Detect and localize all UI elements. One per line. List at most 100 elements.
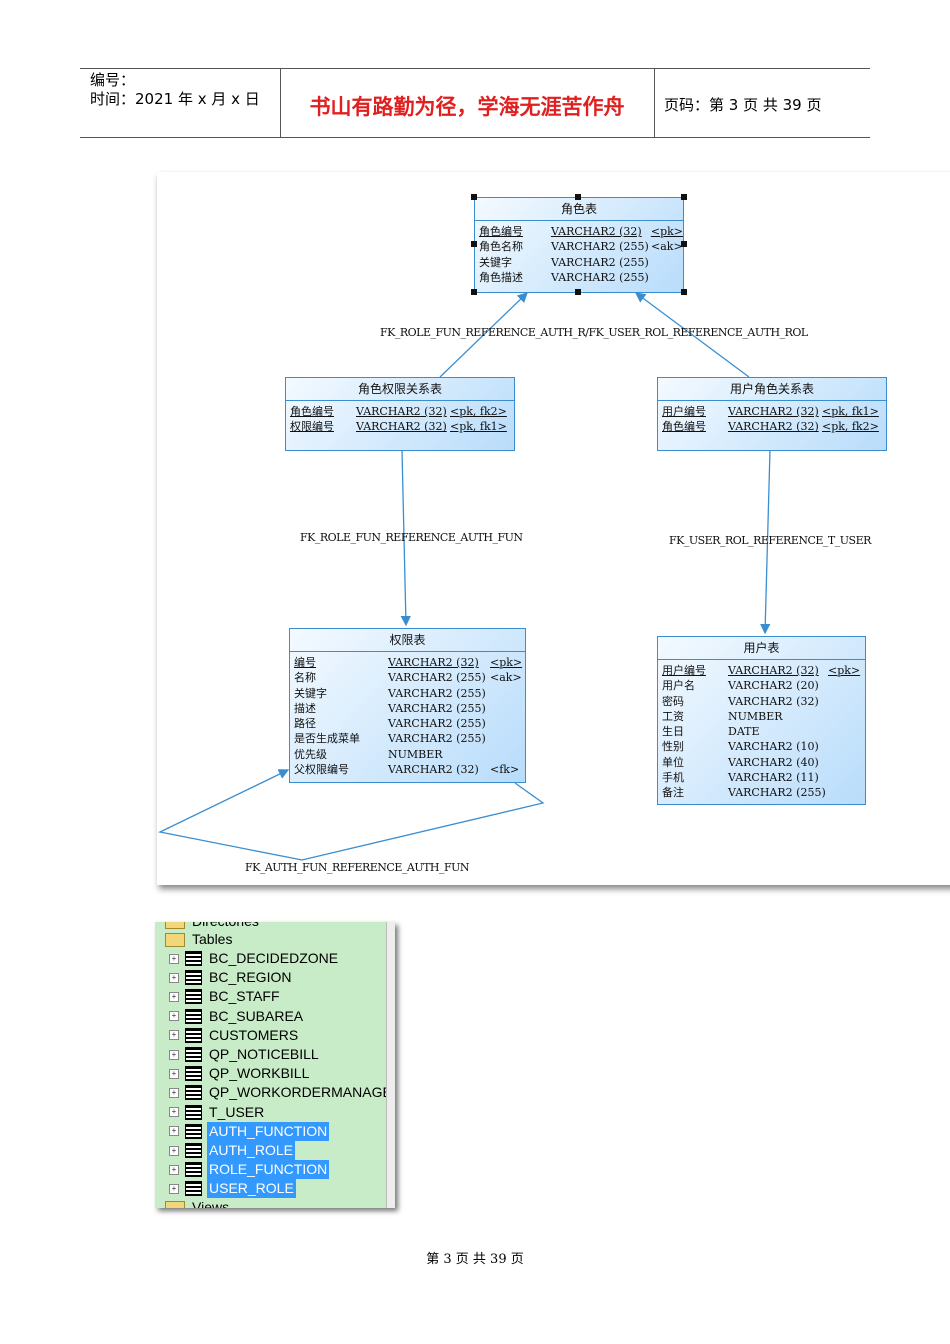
- tree-item-table[interactable]: +QP_WORKBILL: [169, 1064, 311, 1083]
- column-type: VARCHAR2 (32): [728, 694, 819, 708]
- header-meta: 编号： 时间：2021 年 x 月 x 日: [90, 71, 260, 109]
- expand-icon[interactable]: +: [169, 953, 179, 964]
- column-name: 权限编号: [290, 420, 334, 434]
- column-name: 描述: [294, 701, 316, 715]
- expand-icon[interactable]: +: [169, 1030, 179, 1041]
- expand-icon[interactable]: +: [169, 1183, 179, 1194]
- expand-icon[interactable]: +: [169, 1164, 179, 1175]
- column-name: 优先级: [294, 747, 327, 761]
- selection-handle[interactable]: [681, 194, 687, 200]
- table-icon: [185, 951, 202, 966]
- tree-item-table[interactable]: +BC_SUBAREA: [169, 1007, 305, 1026]
- column-key: <fk>: [490, 763, 520, 777]
- column-name: 用户名: [662, 679, 695, 693]
- table-icon: [185, 1104, 202, 1120]
- column-name: 角色编号: [662, 420, 706, 434]
- tree-item-table[interactable]: +BC_DECIDEDZONE: [169, 949, 340, 968]
- column-type: VARCHAR2 (32): [550, 225, 642, 238]
- tree-item-label: BC_STAFF: [209, 988, 280, 1005]
- table-icon: [185, 1123, 202, 1139]
- column-name: 单位: [662, 755, 684, 769]
- tree-item-table[interactable]: +AUTH_ROLE: [169, 1141, 296, 1160]
- expand-icon[interactable]: +: [169, 1126, 179, 1137]
- column-type: VARCHAR2 (32): [728, 420, 819, 434]
- column-type: NUMBER: [388, 747, 443, 761]
- relation-label-left: FK_ROLE_FUN_REFERENCE_AUTH_FUN: [300, 531, 523, 544]
- table-icon: [185, 970, 202, 986]
- column-name: 父权限编号: [294, 763, 349, 777]
- column-type: VARCHAR2 (255): [388, 701, 486, 715]
- column-type: VARCHAR2 (32): [388, 763, 479, 777]
- scrollbar[interactable]: [386, 922, 395, 1208]
- page-label: 页码：第 3 页 共 39 页: [664, 96, 822, 114]
- tree-folder-label: Directories: [190, 922, 261, 931]
- selection-handle[interactable]: [681, 289, 687, 295]
- selection-handle[interactable]: [471, 241, 477, 247]
- number-label: 编号：: [90, 71, 136, 89]
- expand-icon[interactable]: +: [169, 1011, 179, 1022]
- column-type: VARCHAR2 (32): [728, 664, 819, 677]
- expand-icon[interactable]: +: [169, 1145, 179, 1156]
- tree-item-table[interactable]: + BC_STAFF: [169, 987, 282, 1006]
- column-name: 手机: [662, 771, 684, 785]
- column-key: <pk, fk1>: [822, 405, 879, 418]
- relation-lines: [157, 292, 771, 861]
- tree-item-table[interactable]: +T_USER: [169, 1103, 266, 1122]
- expand-icon[interactable]: +: [169, 1087, 179, 1098]
- tree-item-label: CUSTOMERS: [209, 1026, 299, 1043]
- er-diagram: FK_ROLE_FUN_REFERENCE_AUTH_R/FK_USER_ROL…: [157, 172, 950, 885]
- time-label: 时间：2021 年 x 月 x 日: [90, 90, 260, 108]
- tree-item-table[interactable]: +QP_NOTICEBILL: [169, 1045, 321, 1064]
- tree-item-table[interactable]: +QP_WORKORDERMANAGE: [169, 1083, 394, 1102]
- table-icon: [185, 1181, 202, 1197]
- tree-folder-views[interactable]: Views: [165, 1198, 231, 1208]
- expand-icon[interactable]: +: [169, 1068, 179, 1079]
- tree-folder-label: Views: [192, 1199, 230, 1208]
- expand-icon[interactable]: +: [169, 972, 179, 983]
- page-footer: 第 3 页 共 39 页: [0, 1248, 950, 1267]
- table-icon: [185, 1143, 202, 1158]
- selection-handle[interactable]: [575, 289, 581, 295]
- column-name: 用户编号: [662, 664, 706, 677]
- column-type: VARCHAR2 (255): [728, 786, 826, 800]
- tree-item-table[interactable]: +BC_REGION: [169, 968, 293, 987]
- tree-item-table[interactable]: + CUSTOMERS: [169, 1026, 300, 1045]
- selection-handle[interactable]: [471, 194, 477, 200]
- column-name: 角色编号: [479, 225, 523, 238]
- table-icon: [185, 989, 202, 1005]
- column-type: VARCHAR2 (32): [388, 656, 479, 669]
- selection-handle[interactable]: [575, 194, 581, 200]
- column-name: 关键字: [479, 255, 512, 269]
- table-title: 角色权限关系表: [286, 378, 514, 401]
- selection-handle[interactable]: [471, 289, 477, 295]
- folder-icon: [165, 922, 185, 929]
- tree-item-table[interactable]: +USER_ROLE: [169, 1179, 296, 1199]
- column-type: VARCHAR2 (10): [728, 740, 819, 754]
- expand-icon[interactable]: +: [169, 991, 179, 1002]
- selection-handle[interactable]: [681, 241, 687, 247]
- expand-icon[interactable]: +: [169, 1049, 179, 1060]
- folder-open-icon: [165, 932, 185, 947]
- tree-folder-directories[interactable]: Directories: [165, 922, 261, 931]
- tree-folder-tables[interactable]: Tables: [165, 930, 234, 949]
- expand-icon[interactable]: +: [169, 1107, 179, 1118]
- column-key: <pk, fk2>: [822, 420, 879, 434]
- tree-item-table[interactable]: +AUTH_FUNCTION: [169, 1121, 330, 1141]
- tree-item-table[interactable]: +ROLE_FUNCTION: [169, 1160, 330, 1180]
